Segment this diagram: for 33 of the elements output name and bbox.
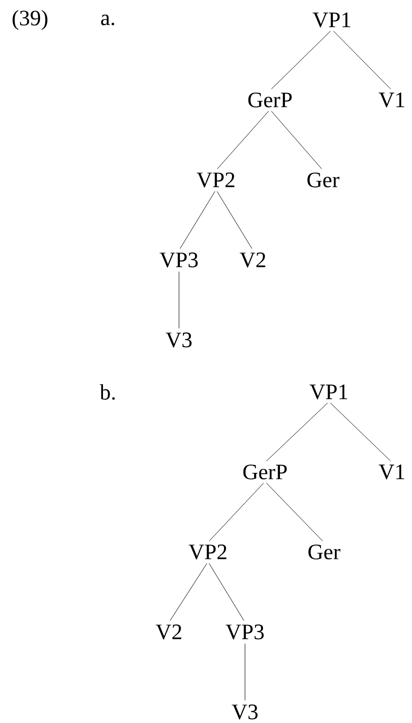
tree-branch <box>330 402 391 462</box>
tree-branch <box>216 191 252 249</box>
tree-branch <box>180 191 216 249</box>
tree-node-label: VP3 <box>226 624 264 640</box>
tree-node-label: GerP <box>243 464 287 480</box>
tree-node-label: VP3 <box>160 252 198 268</box>
tree-node-label: Ger <box>307 172 340 188</box>
tree-node-label: V1 <box>378 92 404 108</box>
tree-branch <box>217 110 269 170</box>
tree-node-label: VP2 <box>196 172 234 188</box>
tree-branch <box>178 271 180 329</box>
tree-node-label: V2 <box>240 252 266 268</box>
tree-branch <box>170 563 208 621</box>
tree-node-label: VP2 <box>188 544 226 560</box>
tree-node-label: VP1 <box>310 384 348 400</box>
tree-branch <box>333 30 391 90</box>
tree-branch <box>266 402 328 462</box>
tree-branch <box>266 482 323 542</box>
tree-node-label: V1 <box>378 464 404 480</box>
example-label: b. <box>100 384 115 400</box>
tree-node-label: Ger <box>308 544 340 560</box>
tree-branch <box>244 643 246 701</box>
tree-node-label: V3 <box>166 332 192 348</box>
tree-node-label: V3 <box>232 704 258 720</box>
tree-branch <box>208 563 244 621</box>
example-label: a. <box>101 14 114 26</box>
tree-branch <box>209 482 264 542</box>
example-label: (39) <box>12 10 48 30</box>
tree-branch <box>271 110 322 170</box>
tree-node-label: V2 <box>156 624 182 640</box>
tree-branch <box>271 30 331 90</box>
tree-node-label: VP1 <box>312 12 350 28</box>
tree-node-label: GerP <box>248 92 292 108</box>
